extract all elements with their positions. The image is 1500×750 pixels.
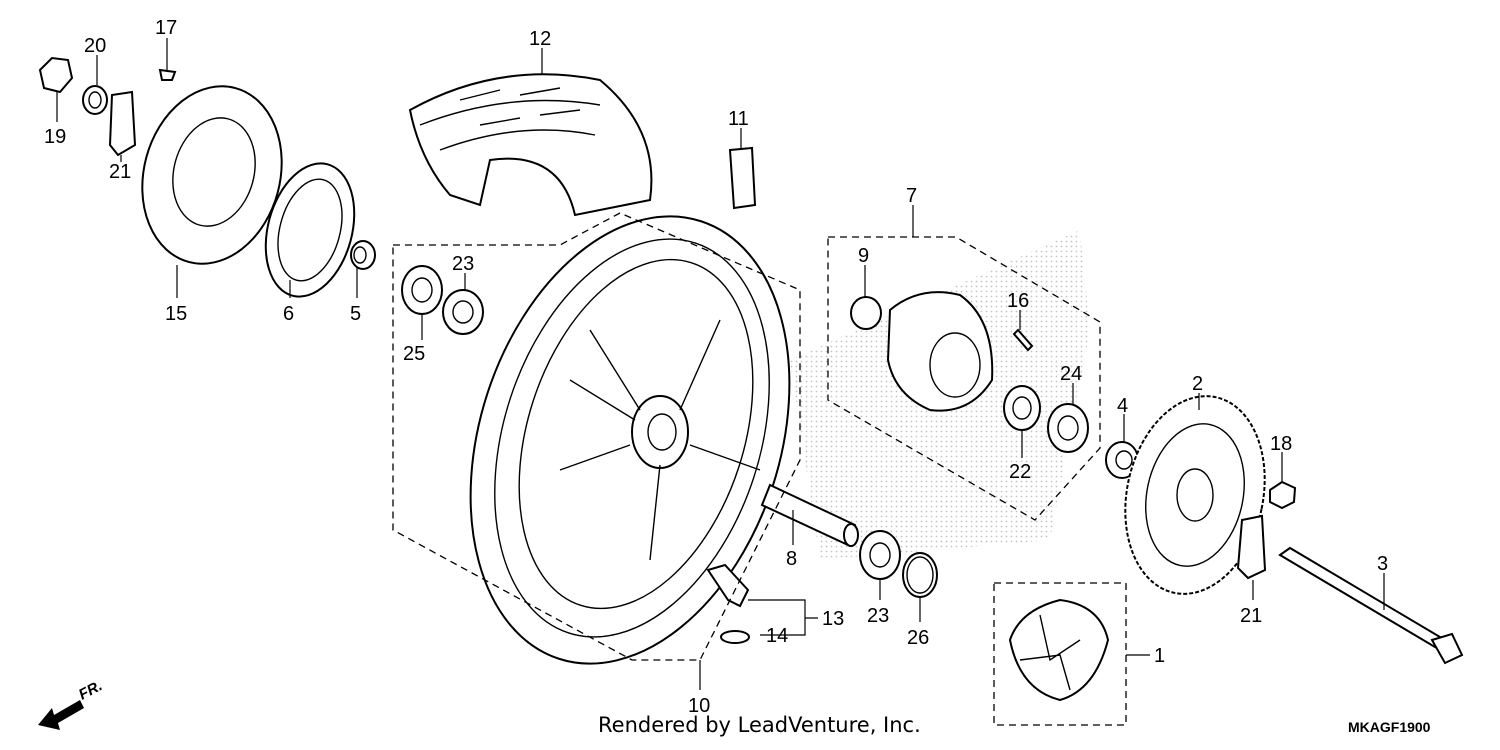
front-direction-indicator: FR.	[38, 677, 105, 730]
callout-25: 25	[403, 343, 425, 365]
wheel	[469, 215, 791, 665]
callout-15: 15	[165, 303, 187, 325]
valve	[706, 563, 750, 644]
hub	[850, 291, 1089, 453]
small-parts-right	[1236, 480, 1464, 665]
callout-10: 10	[688, 695, 710, 717]
callout-6: 6	[283, 303, 294, 325]
direction-label: FR.	[76, 677, 105, 703]
footer-credit: Rendered by LeadVenture, Inc.	[598, 713, 921, 737]
callout-7: 7	[906, 185, 917, 207]
callout-23-left: 23	[452, 253, 474, 275]
small-parts-left	[38, 56, 177, 157]
callout-24: 24	[1060, 363, 1082, 385]
callout-18: 18	[1270, 433, 1292, 455]
brake-disc	[141, 85, 283, 265]
callout-1: 1	[1154, 645, 1165, 667]
callout-12: 12	[529, 28, 551, 50]
callout-21-right: 21	[1240, 605, 1262, 627]
callout-23-right: 23	[867, 605, 889, 627]
sprocket	[1124, 395, 1266, 595]
hub-assembly-box	[827, 236, 1101, 521]
balance-weight	[728, 146, 757, 210]
callout-21-left: 21	[109, 161, 131, 183]
callout-22: 22	[1009, 461, 1031, 483]
callout-9: 9	[858, 245, 869, 267]
diagram-code: MKAGF1900	[1348, 719, 1431, 735]
leader-lines	[56, 38, 1385, 690]
direction-arrow-icon	[38, 700, 84, 730]
bearings-right	[859, 530, 938, 598]
callout-11: 11	[728, 108, 749, 130]
pulser-ring	[264, 162, 356, 298]
callout-4: 4	[1117, 395, 1128, 417]
spacer	[760, 483, 859, 547]
tire	[408, 73, 653, 217]
callout-20: 20	[84, 35, 106, 57]
collar	[350, 240, 376, 270]
callout-13: 13	[822, 608, 844, 630]
callout-3: 3	[1377, 553, 1388, 575]
callout-16: 16	[1007, 290, 1029, 312]
callout-2: 2	[1192, 373, 1203, 395]
bearings-left	[401, 265, 484, 335]
callout-26: 26	[907, 627, 929, 649]
callout-5: 5	[350, 303, 361, 325]
callout-19: 19	[44, 126, 66, 148]
damper-box	[993, 582, 1127, 726]
callout-14: 14	[766, 625, 788, 647]
callout-8: 8	[786, 548, 797, 570]
callout-17: 17	[155, 17, 177, 39]
wheel-assembly-box	[392, 212, 801, 661]
damper	[1008, 598, 1110, 702]
